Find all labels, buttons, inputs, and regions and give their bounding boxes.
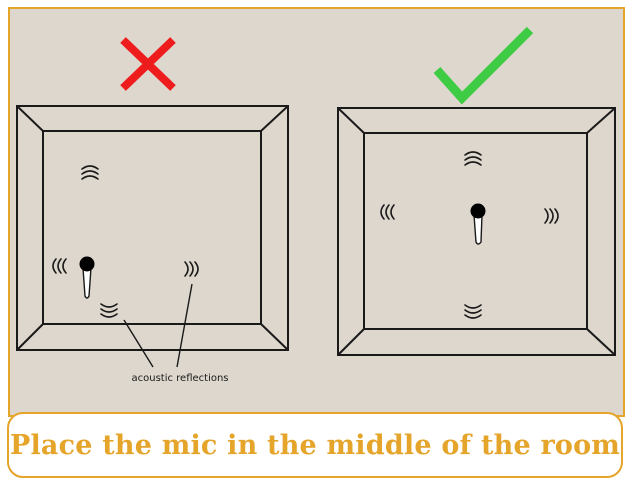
sound-wave-icon — [544, 208, 559, 224]
background-panel — [8, 7, 625, 417]
caption-text: Place the mic in the middle of the room — [9, 429, 621, 461]
microphone-icon — [79, 256, 95, 299]
room-right — [337, 107, 616, 356]
sound-wave-icon — [81, 165, 99, 180]
sound-wave-icon — [464, 304, 482, 319]
sound-wave-icon — [380, 204, 395, 220]
sound-wave-icon — [52, 258, 67, 274]
sound-wave-icon — [464, 151, 482, 166]
sound-wave-icon — [184, 261, 199, 277]
check-icon — [433, 26, 534, 105]
caption-banner: Place the mic in the middle of the room — [7, 412, 623, 478]
annotation-label: acoustic reflections — [131, 373, 228, 384]
cross-icon — [120, 37, 176, 91]
microphone-icon — [470, 203, 486, 245]
sound-wave-icon — [100, 303, 118, 318]
room-left — [16, 105, 289, 351]
annotation-leader-lines — [123, 283, 193, 368]
